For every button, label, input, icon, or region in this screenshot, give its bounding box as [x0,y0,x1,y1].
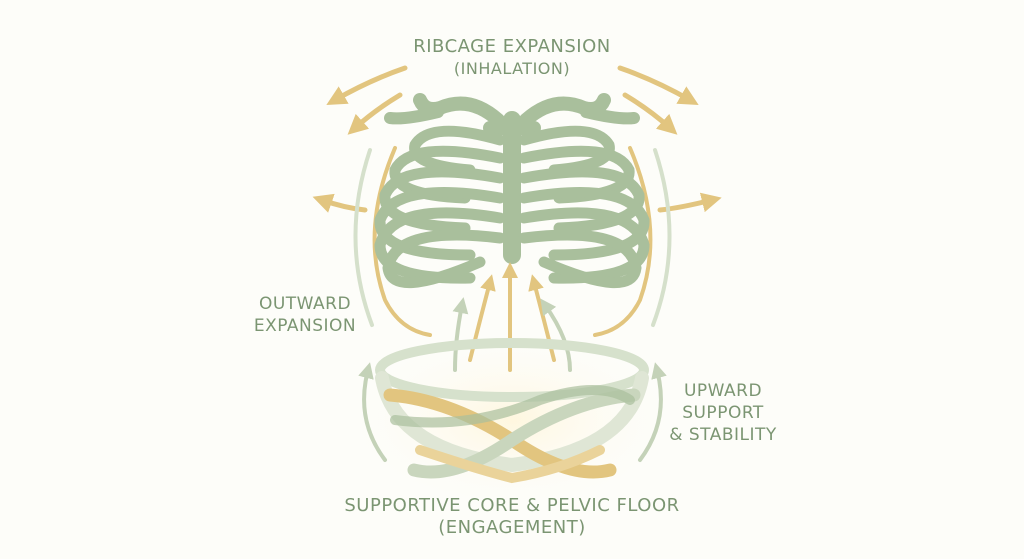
outward-line2: EXPANSION [253,316,357,336]
upward-support-label: UPWARD SUPPORT & STABILITY [668,380,778,446]
ribcage [374,93,650,289]
upward-arrows [358,262,667,462]
pelvic-bowl [375,338,649,484]
outward-expansion-label: OUTWARD EXPANSION [250,293,360,337]
title-label: RIBCAGE EXPANSION (INHALATION) [362,36,662,80]
core-line2: (ENGAGEMENT) [438,517,586,538]
expansion-curves [353,146,672,337]
outward-line1: OUTWARD [258,294,352,314]
upward-line2: SUPPORT [682,403,764,423]
upward-line1: UPWARD [683,381,763,401]
core-line1: SUPPORTIVE CORE & PELVIC FLOOR [344,495,680,516]
title-line1: RIBCAGE EXPANSION [413,36,611,57]
title-line2: (INHALATION) [453,59,571,78]
outward-arrows [312,65,722,213]
core-label: SUPPORTIVE CORE & PELVIC FLOOR (ENGAGEME… [312,495,712,539]
upward-line3: & STABILITY [669,425,777,445]
